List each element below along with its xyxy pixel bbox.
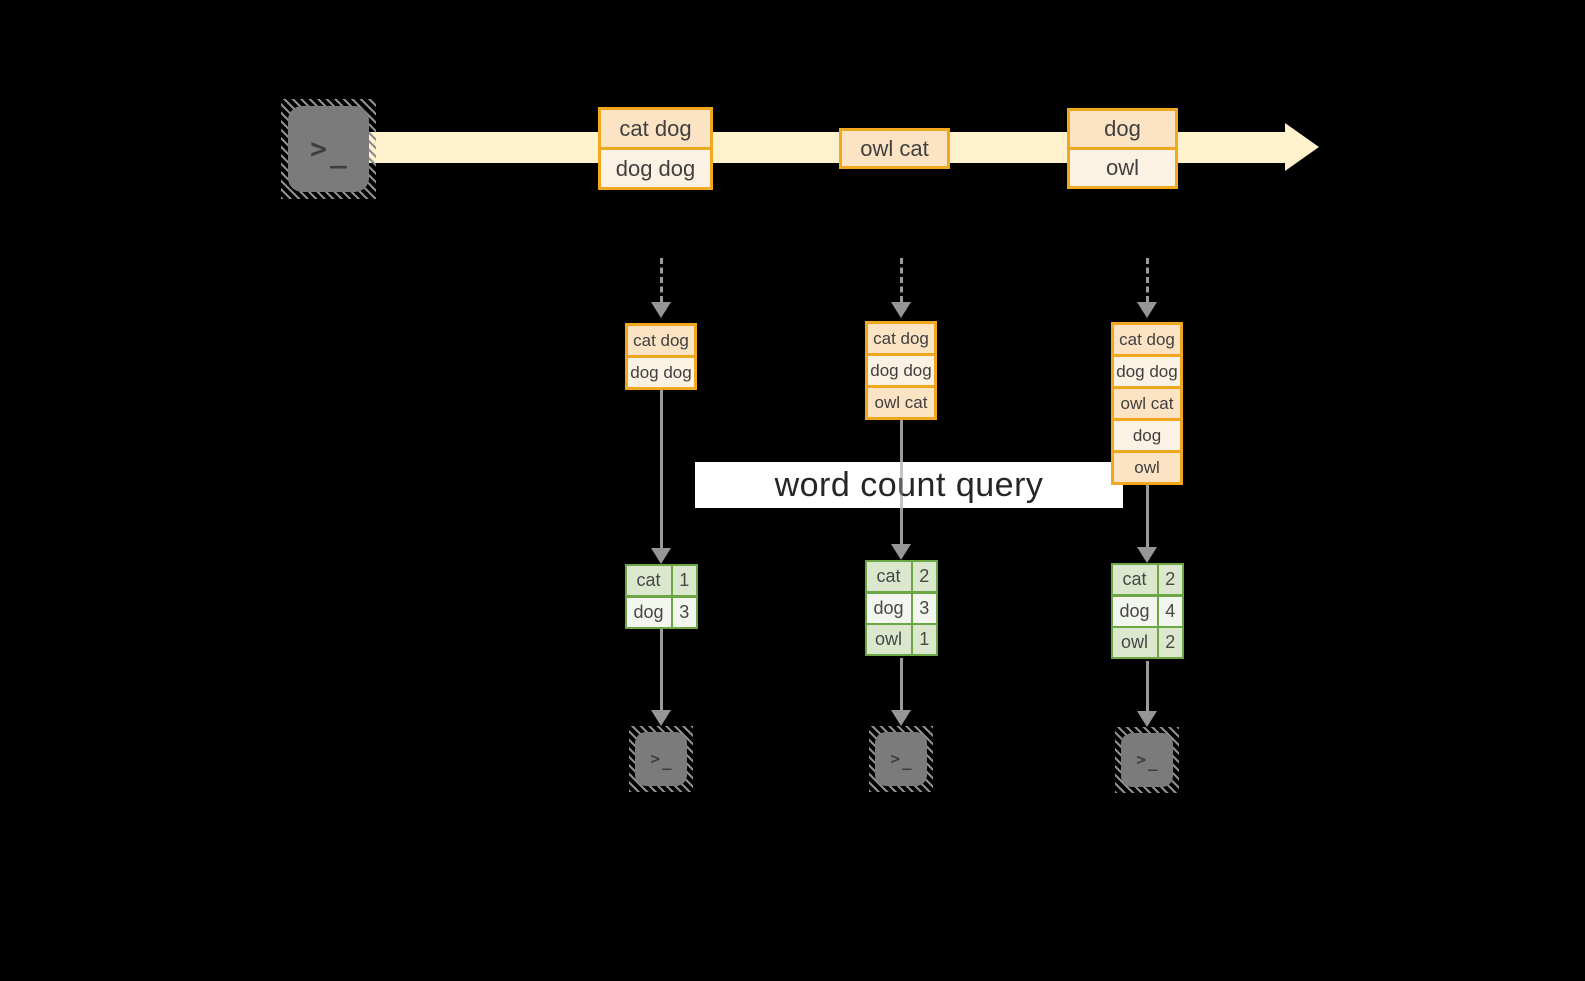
- query-banner-label: word count query: [774, 465, 1044, 504]
- table-row: cat 2: [1112, 565, 1182, 594]
- buffer-row: dog dog: [1114, 357, 1180, 386]
- event-line: owl: [1070, 150, 1175, 186]
- event-buffer-2: cat dog dog dog owl cat: [865, 321, 937, 420]
- query-banner: word count query: [695, 462, 1123, 508]
- buffer-row: dog dog: [628, 358, 694, 387]
- count-cell: 3: [913, 593, 936, 623]
- stream-event-2: owl cat: [839, 128, 950, 169]
- buffer-row: dog dog: [868, 356, 934, 385]
- query-arrow-1: [659, 390, 663, 550]
- output-arrowhead-1: [651, 710, 671, 726]
- ingest-arrowhead-1: [651, 302, 671, 318]
- count-table-3: cat 2 dog 4 owl 2: [1110, 563, 1184, 659]
- word-cell: owl: [1112, 628, 1157, 657]
- terminal-prompt-icon: > _: [1136, 750, 1158, 771]
- word-cell: dog: [1112, 596, 1157, 626]
- ingest-arrowhead-2: [891, 302, 911, 318]
- connector-line-overlay: [899, 462, 903, 508]
- word-cell: cat: [866, 562, 911, 591]
- count-cell: 3: [673, 597, 696, 627]
- table-row: cat 2: [866, 562, 936, 591]
- ingest-arrow-1: [659, 258, 663, 302]
- prompt-chevron: >: [650, 749, 660, 768]
- prompt-cursor: _: [1148, 752, 1158, 771]
- event-line: dog: [1070, 111, 1175, 147]
- prompt-chevron: >: [890, 749, 900, 768]
- table-row: dog 3: [866, 593, 936, 623]
- event-line: dog dog: [601, 150, 710, 187]
- query-arrowhead-2: [891, 544, 911, 560]
- event-buffer-1: cat dog dog dog: [625, 323, 697, 390]
- buffer-row: owl: [1114, 453, 1180, 482]
- terminal-screen: > _: [635, 732, 687, 786]
- word-cell: cat: [626, 566, 671, 595]
- output-arrow-2: [899, 658, 903, 710]
- stream-arrowhead: [1285, 123, 1319, 171]
- count-table-2: cat 2 dog 3 owl 1: [864, 560, 938, 656]
- ingest-arrowhead-3: [1137, 302, 1157, 318]
- terminal-screen: > _: [288, 106, 369, 192]
- consumer-terminal-icon-3: > _: [1115, 727, 1179, 793]
- table-row: dog 4: [1112, 596, 1182, 626]
- event-line: owl cat: [842, 131, 947, 166]
- query-arrow-3: [1145, 485, 1149, 547]
- source-terminal-icon: > _: [281, 99, 376, 199]
- event-line: cat dog: [601, 110, 710, 147]
- prompt-cursor: _: [902, 751, 912, 770]
- consumer-terminal-icon-1: > _: [629, 726, 693, 792]
- word-cell: dog: [866, 593, 911, 623]
- word-cell: cat: [1112, 565, 1157, 594]
- ingest-arrow-2: [899, 258, 903, 302]
- table-row: owl 1: [866, 625, 936, 654]
- count-cell: 4: [1159, 596, 1182, 626]
- count-cell: 2: [913, 562, 936, 591]
- buffer-row: cat dog: [868, 324, 934, 353]
- query-arrowhead-3: [1137, 547, 1157, 563]
- stream-event-1: cat dog dog dog: [598, 107, 713, 190]
- output-arrow-3: [1145, 661, 1149, 711]
- table-row: owl 2: [1112, 628, 1182, 657]
- terminal-screen: > _: [875, 732, 927, 786]
- terminal-prompt-icon: > _: [310, 132, 347, 167]
- prompt-chevron: >: [1136, 750, 1146, 769]
- consumer-terminal-icon-2: > _: [869, 726, 933, 792]
- word-cell: owl: [866, 625, 911, 654]
- terminal-prompt-icon: > _: [890, 749, 912, 770]
- prompt-cursor: _: [330, 136, 347, 169]
- query-arrowhead-1: [651, 548, 671, 564]
- ingest-arrow-3: [1145, 258, 1149, 302]
- terminal-screen: > _: [1121, 733, 1173, 787]
- prompt-chevron: >: [310, 132, 327, 165]
- prompt-cursor: _: [662, 751, 672, 770]
- buffer-row: owl cat: [1114, 389, 1180, 418]
- buffer-row: dog: [1114, 421, 1180, 450]
- stream-event-3: dog owl: [1067, 108, 1178, 189]
- count-cell: 2: [1159, 565, 1182, 594]
- output-arrow-1: [659, 629, 663, 710]
- buffer-row: owl cat: [868, 388, 934, 417]
- table-row: cat 1: [626, 566, 696, 595]
- output-arrowhead-2: [891, 710, 911, 726]
- count-cell: 1: [673, 566, 696, 595]
- buffer-row: cat dog: [1114, 325, 1180, 354]
- terminal-prompt-icon: > _: [650, 749, 672, 770]
- output-arrowhead-3: [1137, 711, 1157, 727]
- buffer-row: cat dog: [628, 326, 694, 355]
- event-buffer-3: cat dog dog dog owl cat dog owl: [1111, 322, 1183, 485]
- word-cell: dog: [626, 597, 671, 627]
- table-row: dog 3: [626, 597, 696, 627]
- count-table-1: cat 1 dog 3: [624, 564, 698, 629]
- count-cell: 2: [1159, 628, 1182, 657]
- count-cell: 1: [913, 625, 936, 654]
